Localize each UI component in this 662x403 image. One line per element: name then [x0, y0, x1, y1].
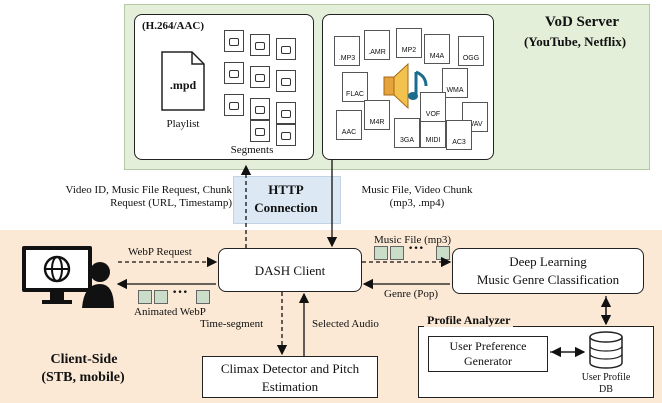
packet-icon	[138, 290, 152, 304]
music-file-icon: AAC	[336, 110, 362, 140]
dash-client-node: DASH Client	[218, 248, 362, 292]
segment-icon	[224, 30, 244, 52]
client-subtitle: (STB, mobile)	[41, 370, 125, 385]
segment-icon	[276, 38, 296, 60]
segment-icon	[250, 120, 270, 142]
music-file-icon: MIDI	[420, 118, 446, 148]
http-line1: HTTP	[268, 182, 304, 197]
music-file-icon: .MP3	[334, 36, 360, 66]
profile-analyzer-title: Profile Analyzer	[424, 314, 514, 327]
climax-line2: Estimation	[261, 379, 319, 394]
music-file-label: Music File, Video Chunk (mp3, .mp4)	[361, 184, 473, 209]
segment-icon	[276, 70, 296, 92]
db-line2: DB	[599, 384, 613, 395]
deep-learning-line1: Deep Learning	[509, 254, 587, 269]
segment-icon	[276, 124, 296, 146]
speaker-music-icon	[383, 62, 428, 110]
climax-detector-node	[202, 356, 378, 398]
packet-icon	[374, 246, 388, 260]
server-subtitle: (YouTube, Netflix)	[523, 34, 627, 49]
animated-webp-label: Animated WebP	[134, 306, 206, 318]
time-segment-label: Time-segment	[200, 318, 264, 330]
music-file-icon: FLAC	[342, 72, 368, 102]
webp-request-label: WebP Request	[128, 246, 192, 258]
segments-label: Segments	[230, 144, 274, 156]
segment-icon	[224, 94, 244, 116]
user-pref-line1: User Preference	[449, 339, 527, 353]
genre-label: Genre (Pop)	[384, 288, 439, 300]
db-line1: User Profile	[581, 372, 631, 383]
server-title: VoD Server	[544, 14, 619, 30]
database-icon	[589, 331, 623, 369]
user-monitor-icon	[22, 246, 114, 308]
music-file-icon: AC3	[446, 120, 472, 150]
codec-label: (H.264/AAC)	[142, 20, 205, 32]
strip-ellipsis: ···	[408, 240, 425, 257]
client-title: Client-Side	[50, 352, 118, 367]
playlist-file-label: .mpd	[169, 78, 197, 92]
segment-icon	[276, 102, 296, 124]
music-file-icon: M4A	[424, 34, 450, 64]
music-file-icon: M4R	[364, 100, 390, 130]
packet-icon	[196, 290, 210, 304]
user-pref-line2: Generator	[464, 354, 512, 368]
segment-icon	[250, 98, 270, 120]
music-file-icon: .AMR	[364, 30, 390, 60]
deep-learning-node	[452, 248, 644, 294]
music-file-icon: WMA	[442, 68, 468, 98]
http-connection-box	[233, 176, 341, 224]
request-label: Video ID, Music File Request, Chunk Requ…	[65, 184, 232, 209]
music-file-icon: VOF	[420, 92, 446, 122]
packet-icon	[390, 246, 404, 260]
music-file-icon: OGG	[458, 36, 484, 66]
strip-ellipsis: ···	[172, 284, 189, 301]
segment-icon	[224, 62, 244, 84]
playlist-document-icon	[161, 51, 205, 111]
segment-icon	[250, 66, 270, 88]
climax-line1: Climax Detector and Pitch	[220, 361, 360, 376]
http-line2: Connection	[254, 200, 318, 215]
selected-audio-label: Selected Audio	[312, 318, 379, 330]
music-file-icon: 3GA	[394, 118, 420, 148]
music-file-icon: MP2	[396, 28, 422, 58]
music-mp3-label: Music File (mp3)	[374, 234, 451, 246]
packet-icon	[154, 290, 168, 304]
segment-icon	[250, 34, 270, 56]
user-preference-node	[428, 336, 548, 372]
deep-learning-line2: Music Genre Classification	[476, 272, 620, 287]
playlist-label: Playlist	[166, 118, 200, 130]
